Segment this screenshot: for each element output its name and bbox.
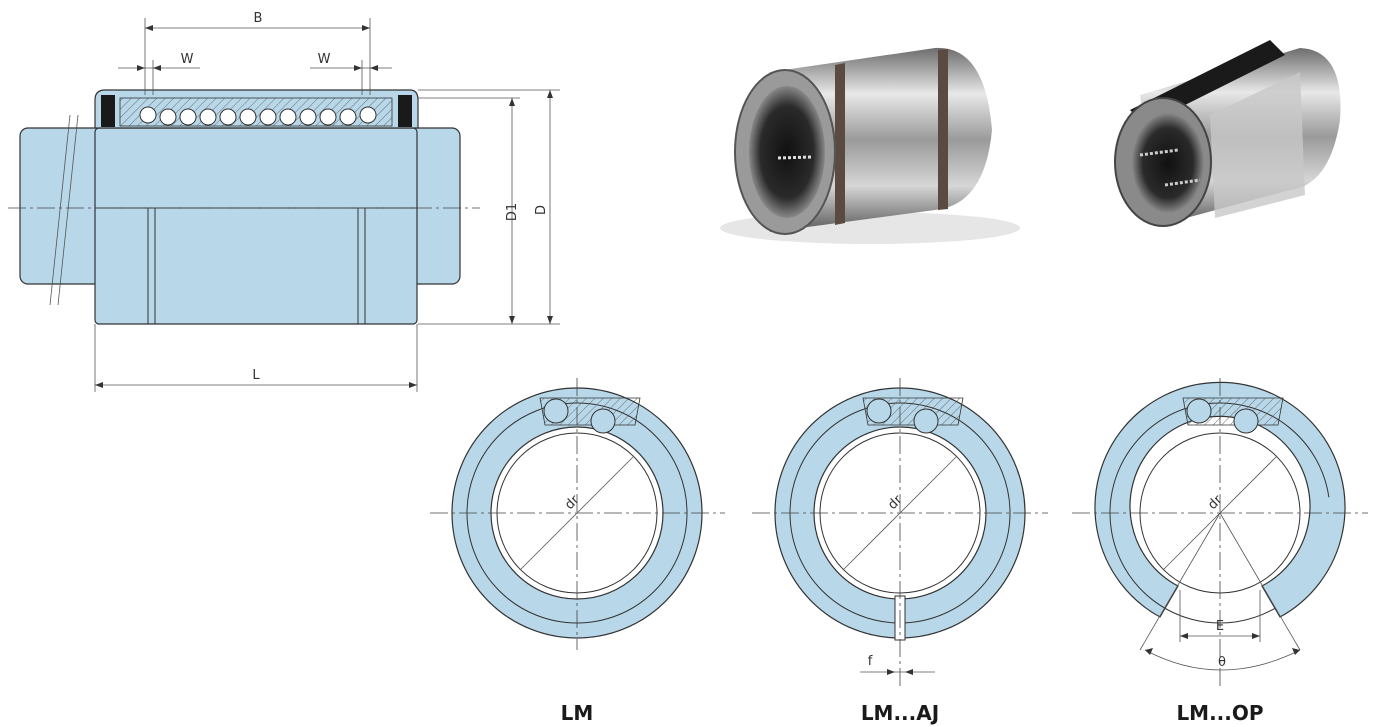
section-lm: dr LM bbox=[430, 378, 725, 725]
op-outer-ring bbox=[1094, 381, 1346, 618]
aj-f: f bbox=[868, 654, 873, 669]
bearing-body bbox=[94, 127, 418, 325]
dim-W-right: W bbox=[318, 52, 331, 67]
ball-row bbox=[139, 106, 377, 126]
section-lm-op: dr E θ LM...OP bbox=[1072, 378, 1368, 725]
seal-right bbox=[398, 95, 412, 127]
side-view-drawing: B W W D1 D L bbox=[8, 11, 560, 392]
product-photo-open bbox=[1114, 40, 1341, 227]
op-E: E bbox=[1216, 619, 1224, 634]
caption-lm-op: LM...OP bbox=[1176, 701, 1263, 725]
caption-lm: LM bbox=[561, 701, 594, 725]
caption-lm-aj: LM...AJ bbox=[861, 701, 939, 725]
dim-L: L bbox=[252, 368, 260, 383]
dim-W-left: W bbox=[181, 52, 194, 67]
section-lm-aj: dr f LM...AJ bbox=[752, 378, 1048, 725]
dim-D1: D1 bbox=[505, 203, 520, 221]
dim-D: D bbox=[534, 205, 549, 215]
op-theta: θ bbox=[1218, 655, 1226, 670]
seal-left bbox=[101, 95, 115, 127]
dim-B: B bbox=[254, 11, 263, 26]
product-photo-closed bbox=[720, 47, 1020, 244]
